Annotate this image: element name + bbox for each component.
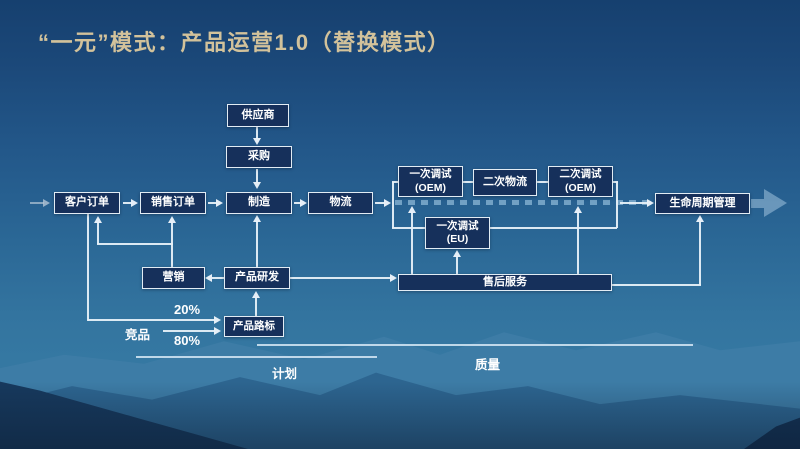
- line-aftersales-lifecycle-h: [612, 284, 701, 286]
- line-rnd-marketing: [212, 277, 224, 279]
- label-plan: 计划: [272, 367, 298, 381]
- line-oem-tick-left: [392, 181, 399, 183]
- arrowhead-logistics-out: [384, 199, 391, 207]
- line-eu-bracket-right: [616, 204, 618, 228]
- arrowhead-into-lifecycle: [647, 199, 654, 207]
- line-eu-tick-right: [489, 227, 617, 229]
- node-debug1-eu-label: 一次调试: [436, 219, 479, 232]
- quality-section-line: [257, 344, 693, 346]
- line-aftersales-up-left: [411, 212, 413, 274]
- node-customer-order: 客户订单: [54, 192, 120, 214]
- label-competitor: 竞品: [125, 328, 151, 342]
- node-lifecycle: 生命周期管理: [655, 193, 750, 214]
- node-debug2-oem: 二次调试(OEM): [548, 166, 613, 197]
- arrowhead-rnd-aftersales: [390, 274, 397, 282]
- label-80-percent: 80%: [173, 333, 201, 348]
- node-product-rnd: 产品研发: [224, 267, 290, 289]
- node-manufacturing: 制造: [226, 192, 292, 214]
- line-procurement-manufacturing: [256, 169, 258, 183]
- arrowhead-customer-sales: [131, 199, 138, 207]
- line-rnd-aftersales: [290, 277, 391, 279]
- line-rnd-manufacturing: [256, 221, 258, 267]
- label-20-percent: 20%: [173, 302, 201, 317]
- node-logistics-label: 物流: [329, 196, 352, 209]
- arrowhead-aftersales-eu: [453, 250, 461, 257]
- node-sales-order-label: 销售订单: [151, 196, 195, 209]
- node-after-sales: 售后服务: [398, 274, 612, 291]
- line-oem-bracket-right: [616, 182, 618, 204]
- label-quality: 质量: [475, 358, 501, 372]
- line-logistics2-debug2oem: [536, 181, 549, 183]
- node-supplier-label: 供应商: [241, 108, 275, 121]
- big-exit-arrow-icon: [764, 189, 787, 217]
- arrowhead-rnd-manufacturing: [253, 215, 261, 222]
- node-procurement-label: 采购: [248, 150, 270, 163]
- arrowhead-aftersales-up-right: [574, 206, 582, 213]
- node-debug1-oem-sub: (OEM): [415, 181, 446, 194]
- node-manufacturing-label: 制造: [248, 196, 270, 209]
- line-oem-tick-right: [611, 181, 618, 183]
- line-supplier-procurement: [256, 127, 258, 139]
- node-debug1-oem: 一次调试(OEM): [398, 166, 463, 197]
- arrowhead-manufacturing-logistics: [300, 199, 307, 207]
- node-marketing-label: 营销: [162, 271, 185, 284]
- node-roadmap: 产品路标: [224, 316, 284, 337]
- node-supplier: 供应商: [227, 104, 289, 127]
- node-after-sales-label: 售后服务: [483, 275, 527, 288]
- node-debug2-oem-label: 二次调试: [559, 168, 602, 181]
- dashed-flow-line: [395, 200, 648, 205]
- node-debug1-eu: 一次调试(EU): [425, 217, 490, 249]
- node-sales-order: 销售订单: [140, 192, 206, 214]
- line-customer-sales: [123, 202, 132, 204]
- line-debug1oem-logistics2: [462, 181, 474, 183]
- big-exit-arrow-shaft: [751, 199, 764, 208]
- node-logistics: 物流: [308, 192, 373, 214]
- line-oem-bracket-left: [392, 182, 394, 204]
- arrowhead-supplier-procurement: [253, 138, 261, 145]
- arrowhead-roadmap-rnd: [252, 291, 260, 298]
- node-logistics2: 二次物流: [473, 169, 537, 196]
- arrowhead-aftersales-lifecycle: [696, 215, 704, 222]
- line-competitor-roadmap: [163, 330, 215, 332]
- line-20pct-roadmap: [88, 319, 215, 321]
- line-aftersales-eu: [456, 256, 458, 274]
- line-branch-customerorder: [97, 222, 99, 244]
- line-eu-tick-left: [392, 227, 426, 229]
- arrowhead-procurement-manufacturing: [253, 182, 261, 189]
- line-sales-manufacturing: [208, 202, 217, 204]
- arrowhead-sales-manufacturing: [216, 199, 223, 207]
- line-eu-bracket-left: [392, 204, 394, 228]
- node-debug1-oem-label: 一次调试: [409, 168, 452, 181]
- node-roadmap-label: 产品路标: [233, 319, 275, 332]
- line-inbound-customer-order: [30, 202, 44, 204]
- line-into-lifecycle: [620, 202, 648, 204]
- line-logistics-out: [375, 202, 385, 204]
- node-customer-order-label: 客户订单: [65, 196, 109, 209]
- arrowhead-marketing-salesorder: [168, 216, 176, 223]
- node-debug2-oem-sub: (OEM): [565, 181, 596, 194]
- arrowhead-rnd-marketing: [205, 274, 212, 282]
- node-lifecycle-label: 生命周期管理: [669, 196, 736, 209]
- node-product-rnd-label: 产品研发: [235, 271, 279, 284]
- node-debug1-eu-sub: (EU): [446, 233, 469, 245]
- arrowhead-aftersales-up-left: [408, 206, 416, 213]
- line-aftersales-up-right: [577, 212, 579, 274]
- line-marketing-branch: [97, 243, 173, 245]
- arrowhead-branch-customerorder: [94, 216, 102, 223]
- line-manufacturing-logistics: [294, 202, 301, 204]
- node-procurement: 采购: [226, 146, 292, 168]
- slide-title: “一元”模式：产品运营1.0（替换模式）: [38, 30, 451, 55]
- node-logistics2-label: 二次物流: [483, 175, 527, 188]
- arrowhead-competitor-roadmap: [214, 327, 221, 335]
- plan-section-line: [136, 356, 377, 358]
- line-roadmap-rnd: [255, 297, 257, 316]
- line-aftersales-lifecycle-v: [699, 221, 701, 285]
- line-customerorder-down: [87, 213, 89, 321]
- arrowhead-20pct-roadmap: [214, 316, 221, 324]
- node-marketing: 营销: [142, 267, 205, 289]
- arrowhead-inbound-customer-order: [43, 199, 50, 207]
